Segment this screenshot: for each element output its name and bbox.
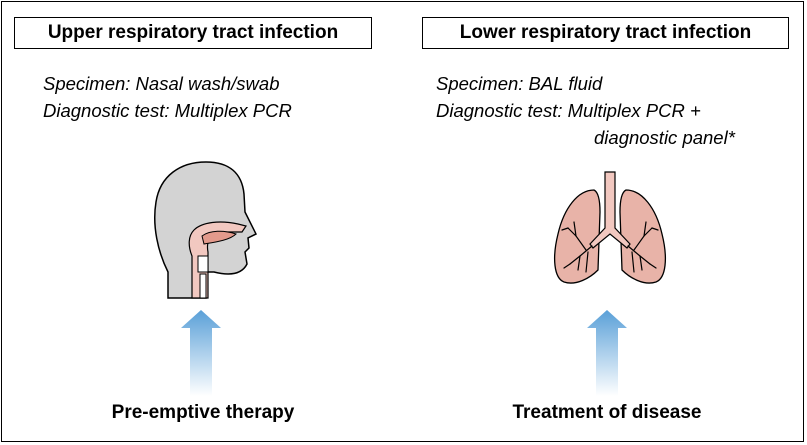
head-sagittal-icon (153, 161, 258, 299)
pre-emptive-therapy-caption: Pre-emptive therapy (111, 402, 295, 423)
lower-diagnostic-test-line1: Diagnostic test: Multiplex PCR + (436, 100, 701, 121)
lower-specimen-text: Specimen: BAL fluid (436, 73, 603, 94)
upper-arrow-icon (181, 310, 221, 396)
upper-diagnostic-test-text: Diagnostic test: Multiplex PCR (43, 100, 292, 121)
lower-arrow-icon (587, 310, 627, 396)
lower-respiratory-title: Lower respiratory tract infection (422, 17, 789, 49)
lungs-icon (553, 171, 667, 284)
upper-respiratory-title: Upper respiratory tract infection (14, 17, 372, 49)
lower-diagnostic-test-line2: diagnostic panel* (594, 127, 735, 148)
upper-specimen-text: Specimen: Nasal wash/swab (43, 73, 280, 94)
treatment-of-disease-caption: Treatment of disease (512, 402, 702, 423)
